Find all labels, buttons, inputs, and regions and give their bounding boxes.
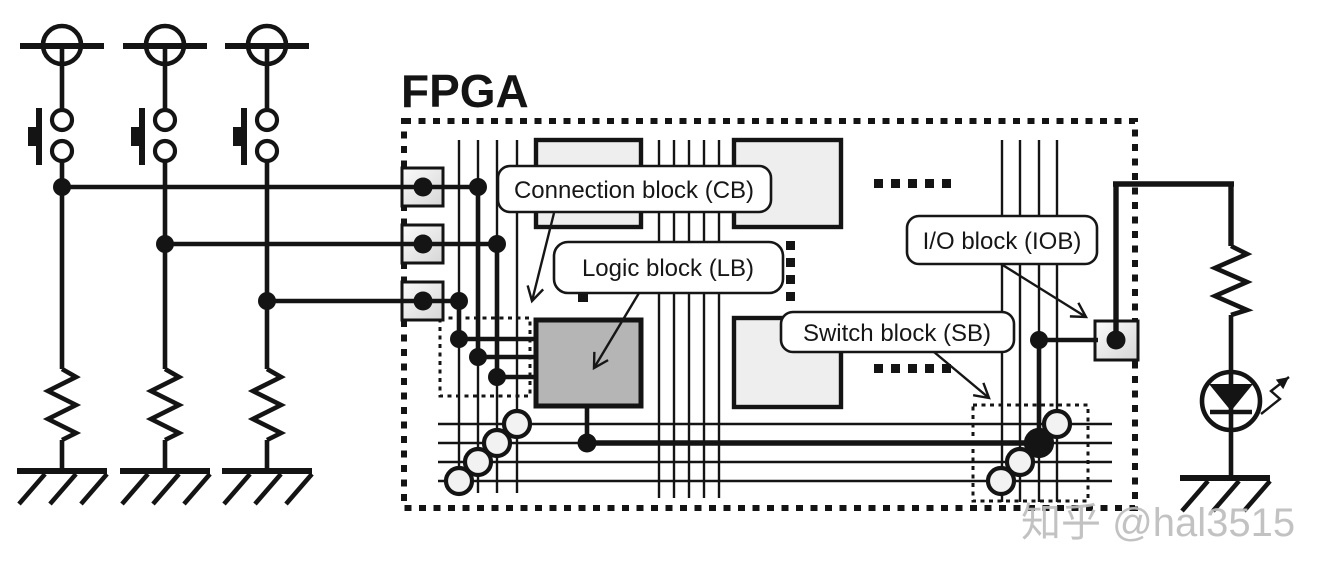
junction-dots	[413, 177, 1126, 453]
series-resistor	[1209, 243, 1254, 318]
push-button[interactable]	[28, 107, 75, 165]
connection-block-arrow	[526, 212, 556, 304]
pull-down-resistor	[145, 367, 185, 443]
callout-logic-block: Logic block (LB)	[552, 240, 785, 371]
power-symbol	[123, 23, 207, 110]
switch-block-left-circles	[443, 408, 533, 497]
input-circuit-2	[120, 23, 212, 506]
callout-io-block: I/O block (IOB)	[905, 214, 1099, 319]
switch-block-arrow	[933, 351, 991, 400]
switch-block-label: Switch block (SB)	[803, 320, 991, 347]
ellipsis-top-right	[874, 179, 951, 188]
push-button[interactable]	[233, 107, 280, 165]
logic-block-arrow	[592, 292, 641, 371]
pull-down-resistor	[42, 367, 82, 443]
switch-circle	[501, 408, 533, 440]
switch-circle-closed	[1023, 427, 1055, 459]
callout-connection-block: Connection block (CB)	[496, 164, 773, 304]
pull-down-resistor	[247, 367, 287, 443]
switch-circle	[985, 465, 1017, 497]
ellipsis-vertical-mid	[786, 241, 795, 301]
ground-symbol	[120, 468, 212, 506]
power-symbol	[225, 23, 309, 110]
switch-block-region	[971, 403, 1090, 503]
ground-symbol	[17, 468, 109, 506]
ground-symbol	[222, 468, 314, 506]
fpga-chip: FPGA	[401, 65, 1138, 511]
input-circuit-1	[17, 23, 109, 506]
switch-circle	[462, 446, 494, 478]
power-symbol	[20, 23, 104, 110]
led	[1199, 369, 1290, 433]
ellipsis-below-cb	[578, 292, 588, 302]
output-path	[1113, 181, 1234, 340]
switch-circle	[443, 465, 475, 497]
logic-block-label: Logic block (LB)	[582, 255, 754, 282]
switch-circle	[1004, 446, 1036, 478]
fpga-dotted-border	[401, 118, 1138, 511]
switch-circle	[1041, 408, 1073, 440]
input-circuit-3	[222, 23, 314, 506]
light-emission-arrow	[1260, 376, 1290, 415]
output-circuit	[1180, 184, 1290, 513]
callout-switch-block: Switch block (SB)	[779, 310, 1016, 400]
switch-block-right-circles	[985, 408, 1073, 497]
fpga-title: FPGA	[401, 65, 529, 117]
connection-block-label: Connection block (CB)	[514, 177, 754, 204]
io-block-label: I/O block (IOB)	[923, 228, 1082, 255]
io-block-arrow	[1000, 262, 1089, 319]
push-button[interactable]	[131, 107, 178, 165]
watermark: 知乎 @hal3515	[1021, 501, 1295, 545]
logic-block-highlighted	[533, 317, 644, 409]
ground-symbol	[1180, 475, 1272, 513]
internal-nets	[456, 187, 1098, 446]
ellipsis-below-sb	[874, 364, 951, 373]
switch-circle	[481, 427, 513, 459]
